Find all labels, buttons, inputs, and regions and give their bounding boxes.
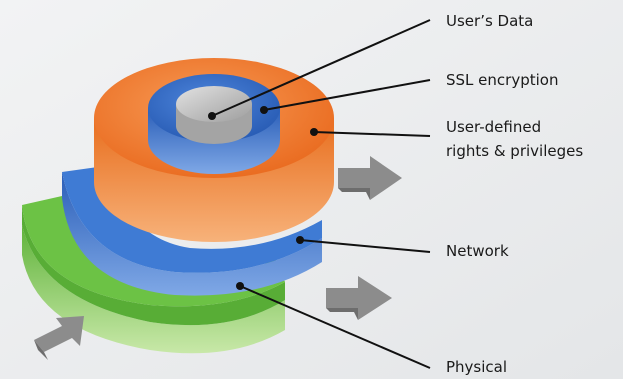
- leader-dot-ssl: [260, 106, 268, 114]
- label-physical: Physical: [446, 358, 508, 376]
- label-rights-line1: User-defined: [446, 118, 542, 136]
- leader-dot-physical: [236, 282, 244, 290]
- users-data-core: [176, 86, 252, 144]
- leader-dot-users-data: [208, 112, 216, 120]
- leader-physical: [239, 285, 431, 369]
- leader-dot-network: [296, 236, 304, 244]
- label-rights-line2: rights & privileges: [446, 142, 584, 160]
- leader-ssl: [263, 79, 431, 111]
- arrow-icon-right-top: [338, 156, 402, 200]
- physical-layer: [22, 196, 285, 354]
- network-layer: [62, 165, 322, 296]
- arrow-icon-right-bottom: [326, 276, 392, 320]
- leader-dot-rights: [310, 128, 318, 136]
- label-network: Network: [446, 242, 509, 260]
- leader-network: [299, 239, 431, 253]
- leader-users-data: [211, 19, 431, 117]
- leader-rights: [313, 131, 431, 137]
- leader-lines: [211, 19, 431, 369]
- label-users-data: User’s Data: [446, 12, 534, 30]
- label-ssl-encryption: SSL encryption: [446, 71, 559, 89]
- arrow-icon-left-bottom: [34, 316, 84, 360]
